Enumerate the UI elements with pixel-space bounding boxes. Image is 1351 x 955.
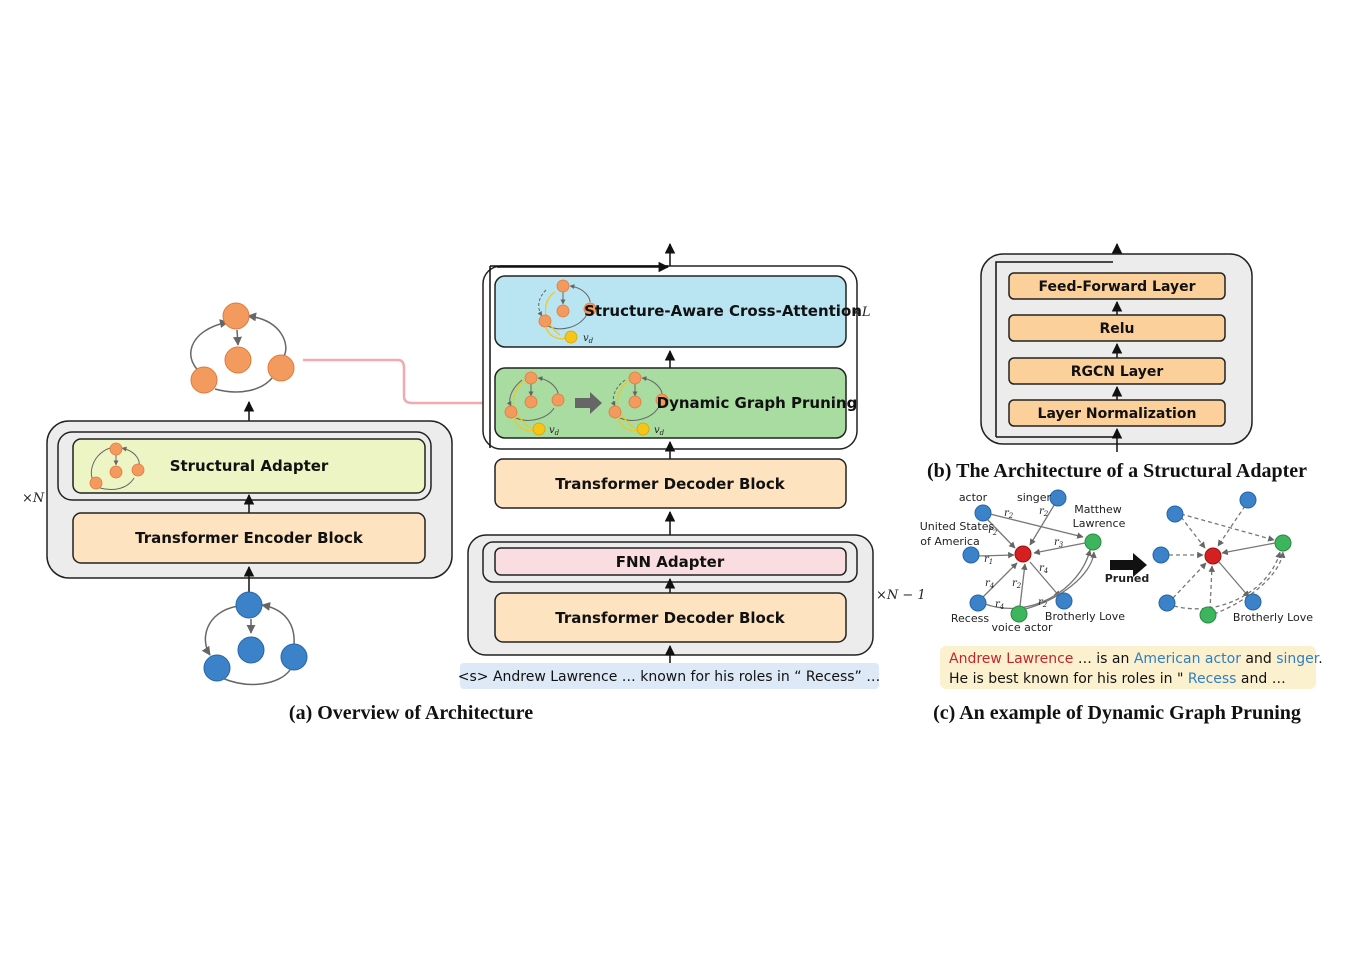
feed-forward-layer-label: Feed-Forward Layer	[1039, 279, 1196, 295]
pruned-node	[1166, 505, 1184, 523]
graph-pruning-box	[494, 367, 847, 439]
relu-box	[1008, 314, 1226, 342]
pruned-node	[1158, 594, 1176, 612]
cross-attention-label: Structure-Aware Cross-Attention	[584, 302, 862, 320]
label-voice-actor: voice actor	[992, 621, 1053, 634]
label-recess: Recess	[951, 612, 989, 625]
label-united-states-2: of America	[920, 535, 979, 548]
relation-label: r2	[1039, 506, 1049, 518]
cross-attention-graph-icon	[537, 279, 597, 344]
label-brotherly-love: Brotherly Love	[1045, 610, 1125, 623]
pruning-graph-after-icon	[608, 371, 669, 436]
relu-label: Relu	[1099, 321, 1134, 337]
node-actor	[974, 504, 992, 522]
transformer-encoder-block	[72, 512, 426, 564]
pruned-node	[1244, 593, 1262, 611]
structural-adapter-box	[72, 438, 426, 494]
graph-pruning-example: actor singer Matthew Lawrence United Sta…	[920, 489, 1323, 689]
pruned-node-center	[1204, 547, 1222, 565]
decoder-repeat-top-label: ×L	[851, 305, 871, 320]
node-voice-actor	[1010, 605, 1028, 623]
example-sentence-line1: Andrew Lawrence … is an American actor a…	[949, 651, 1323, 667]
label-matthew-lawrence-1: Matthew	[1074, 503, 1122, 516]
pruned-node	[1199, 606, 1217, 624]
cross-attention-box	[494, 275, 847, 348]
pruned-arrow-icon	[1110, 553, 1147, 577]
node-united-states	[962, 546, 980, 564]
relation-label: r4	[985, 578, 994, 590]
input-sequence-text: <s> Andrew Lawrence … known for his role…	[458, 669, 881, 685]
caption-c: (c) An example of Dynamic Graph Pruning	[933, 702, 1301, 724]
decoder-section: vd Structure-Aware Cross-Attention ×L vd	[458, 242, 926, 689]
pruning-before-vd: vd	[549, 425, 560, 437]
transformer-decoder-block-bottom	[494, 592, 847, 643]
encoder-to-decoder-connector	[303, 358, 497, 405]
caption-b: (b) The Architecture of a Structural Ada…	[927, 460, 1307, 482]
graph-pruning-label: Dynamic Graph Pruning	[657, 394, 858, 412]
node-recess	[969, 594, 987, 612]
example-sentence-box	[940, 646, 1316, 689]
relation-label: r3	[1054, 537, 1064, 549]
pruning-arrow-icon	[575, 392, 602, 414]
transformer-decoder-bottom-label: Transformer Decoder Block	[555, 609, 785, 627]
label-singer: singer	[1017, 491, 1052, 504]
relation-label: r4	[995, 599, 1004, 611]
encoder-repeat-label: ×N	[22, 491, 45, 506]
cross-attention-vd: vd	[583, 333, 594, 345]
rgcn-layer-label: RGCN Layer	[1071, 364, 1164, 380]
pruned-label: Pruned	[1105, 572, 1149, 585]
node-brotherly-love	[1055, 592, 1073, 610]
layer-normalization-box	[1008, 399, 1226, 427]
node-singer	[1049, 489, 1067, 507]
pruned-node	[1274, 534, 1292, 552]
caption-a: (a) Overview of Architecture	[289, 702, 533, 724]
label-actor: actor	[959, 491, 988, 504]
adapter-graph-icon	[89, 442, 145, 491]
input-sequence-box	[460, 663, 879, 689]
label-brotherly-love-right: Brotherly Love	[1233, 611, 1313, 624]
example-sentence-line2: He is best known for his roles in " Rece…	[949, 671, 1286, 687]
transformer-decoder-block-top	[494, 458, 847, 509]
label-united-states-1: United States	[920, 520, 995, 533]
relation-label: r2	[1038, 597, 1048, 609]
pruning-graph-before-icon	[504, 371, 565, 436]
pruned-node	[1239, 491, 1257, 509]
encoder-section: Structural Adapter Transformer Encoder B…	[22, 302, 497, 686]
structural-adapter-architecture: Feed-Forward Layer Relu RGCN Layer Layer…	[980, 242, 1253, 452]
transformer-decoder-top-label: Transformer Decoder Block	[555, 475, 785, 493]
node-andrew-lawrence	[1014, 545, 1032, 563]
label-matthew-lawrence-2: Lawrence	[1073, 517, 1126, 530]
relation-label: r1	[984, 554, 993, 566]
decoder-repeat-bottom-label: ×N − 1	[876, 588, 926, 603]
pruned-node	[1152, 546, 1170, 564]
layer-normalization-label: Layer Normalization	[1038, 406, 1197, 422]
fnn-adapter-label: FNN Adapter	[616, 553, 725, 571]
structural-adapter-label: Structural Adapter	[170, 457, 329, 475]
relation-label: r2	[1012, 578, 1022, 590]
rgcn-layer-box	[1008, 357, 1226, 385]
encoder-input-graph-icon	[201, 591, 308, 686]
fnn-adapter-box	[494, 547, 847, 576]
relation-label: r4	[1039, 563, 1048, 575]
feed-forward-layer-box	[1008, 272, 1226, 300]
relation-label: r2	[988, 525, 998, 537]
encoder-output-graph-icon	[190, 302, 295, 394]
relation-label: r2	[1004, 508, 1014, 520]
pruning-after-vd: vd	[654, 425, 665, 437]
transformer-encoder-label: Transformer Encoder Block	[135, 529, 364, 547]
node-matthew-lawrence	[1084, 533, 1102, 551]
